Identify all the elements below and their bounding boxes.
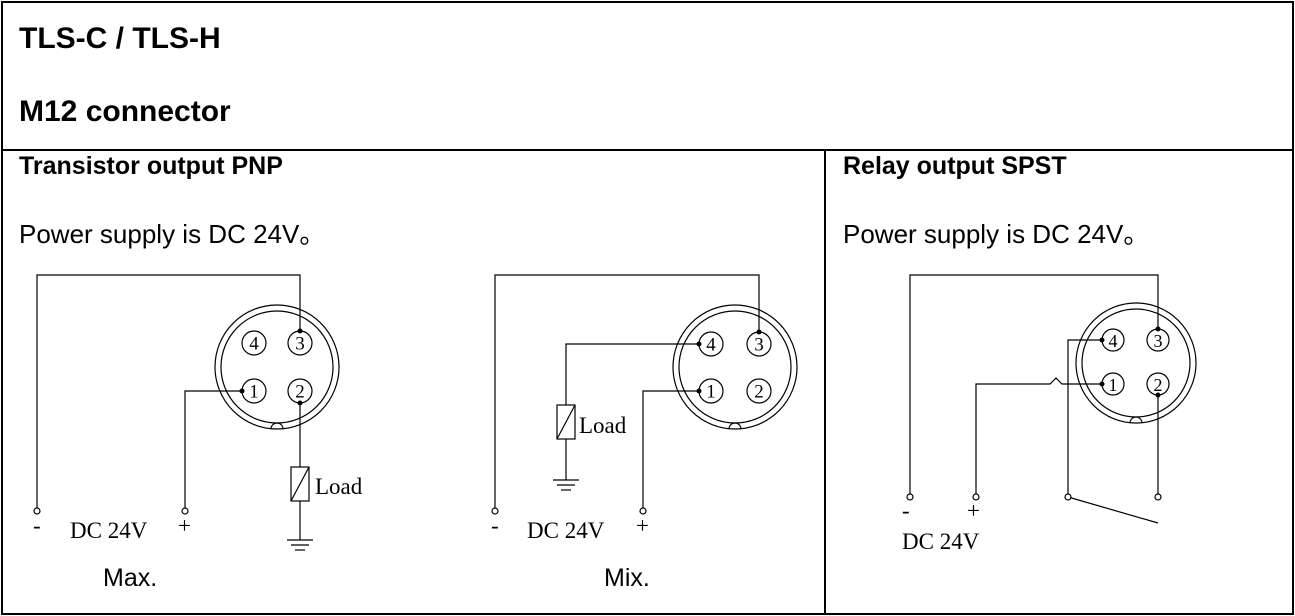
terminal-plus xyxy=(181,507,189,515)
pin-1-label: 1 xyxy=(706,382,716,403)
plus-label: + xyxy=(178,513,191,538)
wire-load-top xyxy=(565,343,699,405)
switch-pivot xyxy=(1064,493,1072,501)
minus-label: - xyxy=(902,498,910,523)
pin-3-label: 3 xyxy=(1154,331,1163,351)
terminal-minus xyxy=(33,507,41,515)
terminal-minus xyxy=(491,507,499,515)
wire-plus xyxy=(642,390,699,508)
m12-connector-outline xyxy=(1075,302,1197,424)
wire-switch xyxy=(1067,339,1102,494)
pin-4-label: 4 xyxy=(706,335,716,356)
pin-2-label: 2 xyxy=(1154,375,1163,395)
connector-key xyxy=(270,422,284,430)
pin-4-label: 4 xyxy=(1109,331,1118,351)
pin-2-circle xyxy=(746,378,772,404)
spst-switch-blade xyxy=(1067,496,1159,524)
connector-title: M12 connector xyxy=(19,95,231,128)
wire-plus xyxy=(184,390,242,508)
load-label: Load xyxy=(315,474,363,499)
pin-3-label: 3 xyxy=(754,335,764,356)
model-title: TLS-C / TLS-H xyxy=(19,22,221,55)
pin-1-label: 1 xyxy=(249,382,259,403)
wire-plus xyxy=(975,377,1102,494)
pin-2-label: 2 xyxy=(754,382,764,403)
pin-2-label: 2 xyxy=(295,382,305,403)
connector-key xyxy=(1129,416,1143,424)
caption-mix: Mix. xyxy=(604,564,650,592)
pin-4-circle xyxy=(241,330,267,356)
wire-minus xyxy=(909,274,1159,494)
connector-key xyxy=(728,422,742,430)
terminal-minus xyxy=(906,493,914,501)
pin-3-label: 3 xyxy=(295,334,305,355)
plus-label: + xyxy=(967,498,980,523)
relay-power: Power supply is DC 24V。 xyxy=(843,219,1150,249)
supply-label: DC 24V xyxy=(902,529,980,554)
supply-label: DC 24V xyxy=(70,518,148,543)
minus-label: - xyxy=(491,513,499,538)
load-label: Load xyxy=(579,413,627,438)
supply-label: DC 24V xyxy=(527,518,605,543)
relay-title: Relay output SPST xyxy=(843,152,1067,180)
m12-connector-outline xyxy=(672,304,798,430)
switch-contact xyxy=(1154,493,1162,501)
wire-minus xyxy=(36,274,301,508)
pin-4-label: 4 xyxy=(249,334,259,355)
transistor-power: Power supply is DC 24V。 xyxy=(19,219,326,249)
transistor-title: Transistor output PNP xyxy=(19,152,283,180)
terminal-plus xyxy=(972,493,980,501)
m12-connector-outline xyxy=(214,304,340,430)
wire-minus xyxy=(494,274,760,508)
plus-label: + xyxy=(636,513,649,538)
terminal-plus xyxy=(639,507,647,515)
caption-max: Max. xyxy=(103,564,157,592)
pin-1-label: 1 xyxy=(1109,375,1118,395)
minus-label: - xyxy=(33,513,41,538)
